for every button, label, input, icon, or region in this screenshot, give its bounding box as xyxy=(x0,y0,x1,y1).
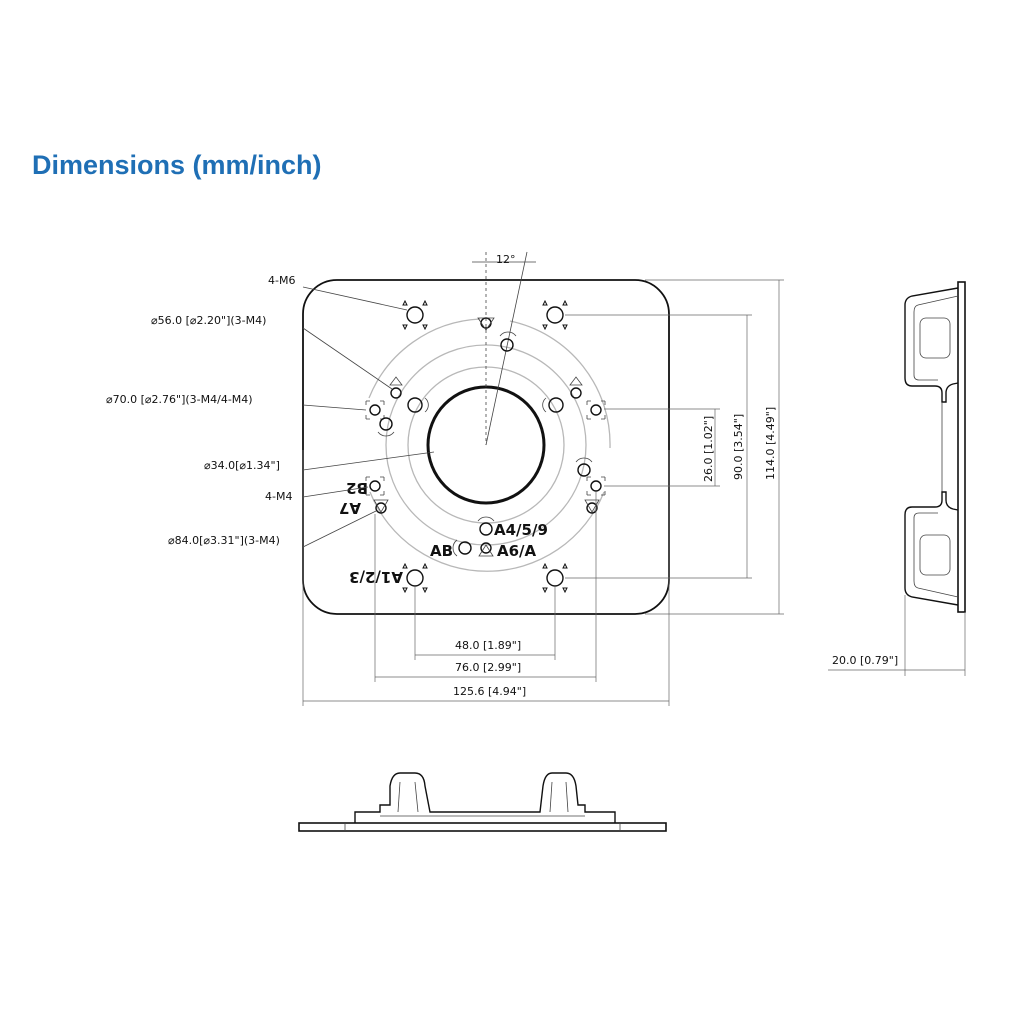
leader-line xyxy=(302,486,369,498)
callout-d84: ⌀84.0[⌀3.31"](3-M4) xyxy=(168,534,280,547)
upper-boss-slot xyxy=(919,317,951,359)
side-plate xyxy=(957,281,966,613)
m4-hole-icon xyxy=(586,502,598,514)
square-marker-icon xyxy=(365,400,385,420)
mark-a7: A7 xyxy=(339,499,361,517)
arc-marker-icon xyxy=(452,539,458,557)
leader-line xyxy=(302,327,393,390)
m6-hole-icon xyxy=(402,299,428,331)
top-view: 12° xyxy=(106,251,784,706)
m4-hole-icon xyxy=(369,404,381,416)
triangle-marker-icon xyxy=(389,376,403,386)
circle-d84-arc-bottom xyxy=(369,491,605,572)
upper-boss-outline xyxy=(904,287,959,403)
arc-marker-icon xyxy=(575,457,593,463)
m4-hole-icon xyxy=(407,397,423,413)
m4-hole-icon xyxy=(577,463,591,477)
dimension-h90: 90.0 [3.54"] xyxy=(565,314,752,579)
callout-d34: ⌀34.0[⌀1.34"] xyxy=(204,459,280,472)
boss-edge xyxy=(397,781,401,813)
svg-text:48.0 [1.89"]: 48.0 [1.89"] xyxy=(455,639,521,652)
triangle-marker-icon xyxy=(478,544,494,557)
dimension-h26: 26.0 [1.02"] xyxy=(604,408,720,487)
mark-a459: A4/5/9 xyxy=(494,521,548,539)
m4-hole-icon xyxy=(390,387,402,399)
plate-outline xyxy=(302,279,670,615)
arc-marker-icon xyxy=(499,331,517,337)
boss-edge xyxy=(549,781,553,813)
m4-hole-icon xyxy=(480,542,492,554)
mark-a123: A1/2/3 xyxy=(349,568,403,586)
front-view xyxy=(298,772,667,832)
triangle-marker-icon xyxy=(569,376,583,386)
svg-text:20.0 [0.79"]: 20.0 [0.79"] xyxy=(832,654,898,667)
callout-m6: 4-M6 xyxy=(268,274,295,287)
dimension-w76: 76.0 [2.99"] xyxy=(374,492,597,682)
m4-hole-icon xyxy=(500,338,514,352)
leader-line xyxy=(302,286,408,311)
boss-edge xyxy=(565,781,569,813)
m4-hole-icon xyxy=(590,404,602,416)
svg-text:125.6 [4.94"]: 125.6 [4.94"] xyxy=(453,685,526,698)
front-plate xyxy=(298,822,667,832)
dimension-w125: 125.6 [4.94"] xyxy=(302,450,670,706)
dimension-depth: 20.0 [0.79"] xyxy=(828,595,966,676)
front-bosses-outline xyxy=(354,772,616,823)
callout-d56: ⌀56.0 [⌀2.20"](3-M4) xyxy=(151,314,266,327)
leader-line xyxy=(302,510,377,548)
lower-boss-outline xyxy=(904,491,959,606)
square-marker-icon xyxy=(586,476,606,496)
angle-label: 12° xyxy=(496,253,516,266)
page-title: Dimensions (mm/inch) xyxy=(32,150,322,180)
lower-boss-slot xyxy=(919,534,951,576)
m4-hole-icon xyxy=(379,417,393,431)
lower-boss-inner xyxy=(913,512,959,598)
m4-holes xyxy=(365,317,606,557)
mark-a6a: A6/A xyxy=(497,542,537,560)
m4-hole-icon xyxy=(570,387,582,399)
mark-b2: B2 xyxy=(346,479,368,497)
m4-hole-icon xyxy=(369,480,381,492)
leader-line xyxy=(302,404,367,411)
svg-text:26.0 [1.02"]: 26.0 [1.02"] xyxy=(702,416,715,482)
triangle-marker-icon xyxy=(373,499,389,513)
m4-hole-icon xyxy=(590,480,602,492)
triangle-marker-icon xyxy=(584,499,600,513)
callout-d70: ⌀70.0 [⌀2.76"](3-M4/4-M4) xyxy=(106,393,253,406)
m4-hole-icon xyxy=(548,397,564,413)
m4-hole-icon xyxy=(479,522,493,536)
arc-marker-icon xyxy=(477,516,495,522)
circle-d84-arc-right xyxy=(509,320,611,449)
svg-text:76.0 [2.99"]: 76.0 [2.99"] xyxy=(455,661,521,674)
arc-marker-icon xyxy=(377,431,395,437)
side-view: 20.0 [0.79"] xyxy=(828,281,966,676)
triangle-marker-icon xyxy=(477,317,495,331)
mark-ab: AB xyxy=(430,542,453,560)
upper-boss-inner xyxy=(913,295,959,381)
svg-text:114.0 [4.49"]: 114.0 [4.49"] xyxy=(764,407,777,480)
dimension-w48: 48.0 [1.89"] xyxy=(414,586,556,660)
callout-m4: 4-M4 xyxy=(265,490,292,503)
square-marker-icon xyxy=(365,476,385,496)
leader-line xyxy=(302,451,435,471)
square-marker-icon xyxy=(586,400,606,420)
circle-d84-arc-left xyxy=(368,318,481,399)
m4-hole-icon xyxy=(375,502,387,514)
boss-edge xyxy=(414,781,419,813)
m6-hole-icon xyxy=(542,299,568,331)
dimension-h114: 114.0 [4.49"] xyxy=(645,279,784,615)
svg-text:90.0 [3.54"]: 90.0 [3.54"] xyxy=(732,414,745,480)
m4-hole-icon xyxy=(458,541,472,555)
arc-marker-icon xyxy=(542,397,547,413)
angle-line xyxy=(485,251,528,446)
arc-marker-icon xyxy=(424,397,429,413)
